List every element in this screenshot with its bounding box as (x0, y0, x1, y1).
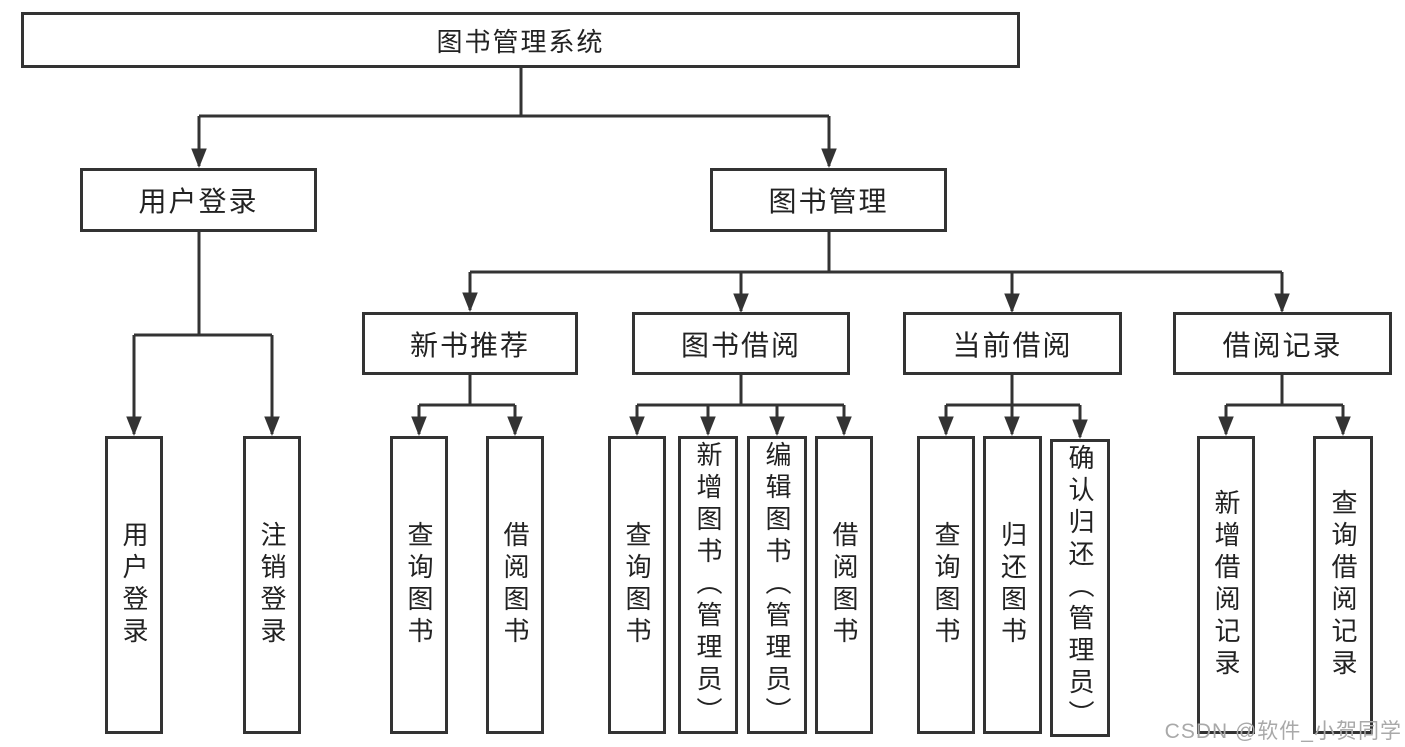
node-user-login-label: 用户登录 (138, 186, 259, 217)
leaf-logout: 注销登录 (243, 436, 301, 734)
watermark: CSDN @软件_小贺同学 (1164, 720, 1402, 743)
node-book-management-label: 图书管理 (768, 186, 889, 217)
leaf-logout-label: 注销登录 (257, 521, 287, 649)
leaf-edit-book-admin-label: 编辑图书（管理员） (762, 441, 792, 729)
leaf-confirm-return-admin: 确认归还（管理员） (1050, 439, 1110, 737)
node-book-borrow: 图书借阅 (632, 312, 850, 375)
node-system-label: 图书管理系统 (436, 26, 605, 57)
leaf-search-book-recommend-label: 查询图书 (404, 521, 434, 649)
leaf-search-book-current-label: 查询图书 (931, 521, 961, 649)
leaf-borrow-book-recommend-label: 借阅图书 (500, 521, 530, 649)
node-current-borrow-label: 当前借阅 (952, 329, 1073, 361)
node-current-borrow: 当前借阅 (903, 312, 1122, 375)
leaf-search-book-borrow: 查询图书 (608, 436, 666, 734)
node-borrow-records-label: 借阅记录 (1222, 329, 1343, 361)
node-new-book-recommend-label: 新书推荐 (409, 329, 530, 361)
leaf-search-borrow-record: 查询借阅记录 (1313, 436, 1373, 734)
node-book-management: 图书管理 (710, 168, 947, 232)
node-book-borrow-label: 图书借阅 (680, 329, 801, 361)
leaf-edit-book-admin: 编辑图书（管理员） (747, 436, 807, 734)
leaf-search-book-current: 查询图书 (917, 436, 975, 734)
leaf-search-borrow-record-label: 查询借阅记录 (1328, 489, 1358, 681)
leaf-borrow-book: 借阅图书 (815, 436, 873, 734)
leaf-search-book-borrow-label: 查询图书 (622, 521, 652, 649)
leaf-user-login: 用户登录 (105, 436, 163, 734)
leaf-add-book-admin-label: 新增图书（管理员） (693, 441, 723, 729)
leaf-return-book-label: 归还图书 (997, 521, 1028, 649)
leaf-user-login-label: 用户登录 (119, 521, 149, 649)
leaf-add-borrow-record: 新增借阅记录 (1197, 436, 1255, 734)
node-system: 图书管理系统 (21, 12, 1020, 68)
leaf-add-borrow-record-label: 新增借阅记录 (1211, 489, 1241, 681)
leaf-search-book-recommend: 查询图书 (390, 436, 448, 734)
leaf-borrow-book-label: 借阅图书 (829, 521, 859, 649)
leaf-return-book: 归还图书 (983, 436, 1042, 734)
node-user-login: 用户登录 (80, 168, 317, 232)
leaf-add-book-admin: 新增图书（管理员） (678, 436, 738, 734)
leaf-borrow-book-recommend: 借阅图书 (486, 436, 544, 734)
leaf-confirm-return-admin-label: 确认归还（管理员） (1065, 444, 1095, 732)
node-new-book-recommend: 新书推荐 (362, 312, 578, 375)
node-borrow-records: 借阅记录 (1173, 312, 1392, 375)
